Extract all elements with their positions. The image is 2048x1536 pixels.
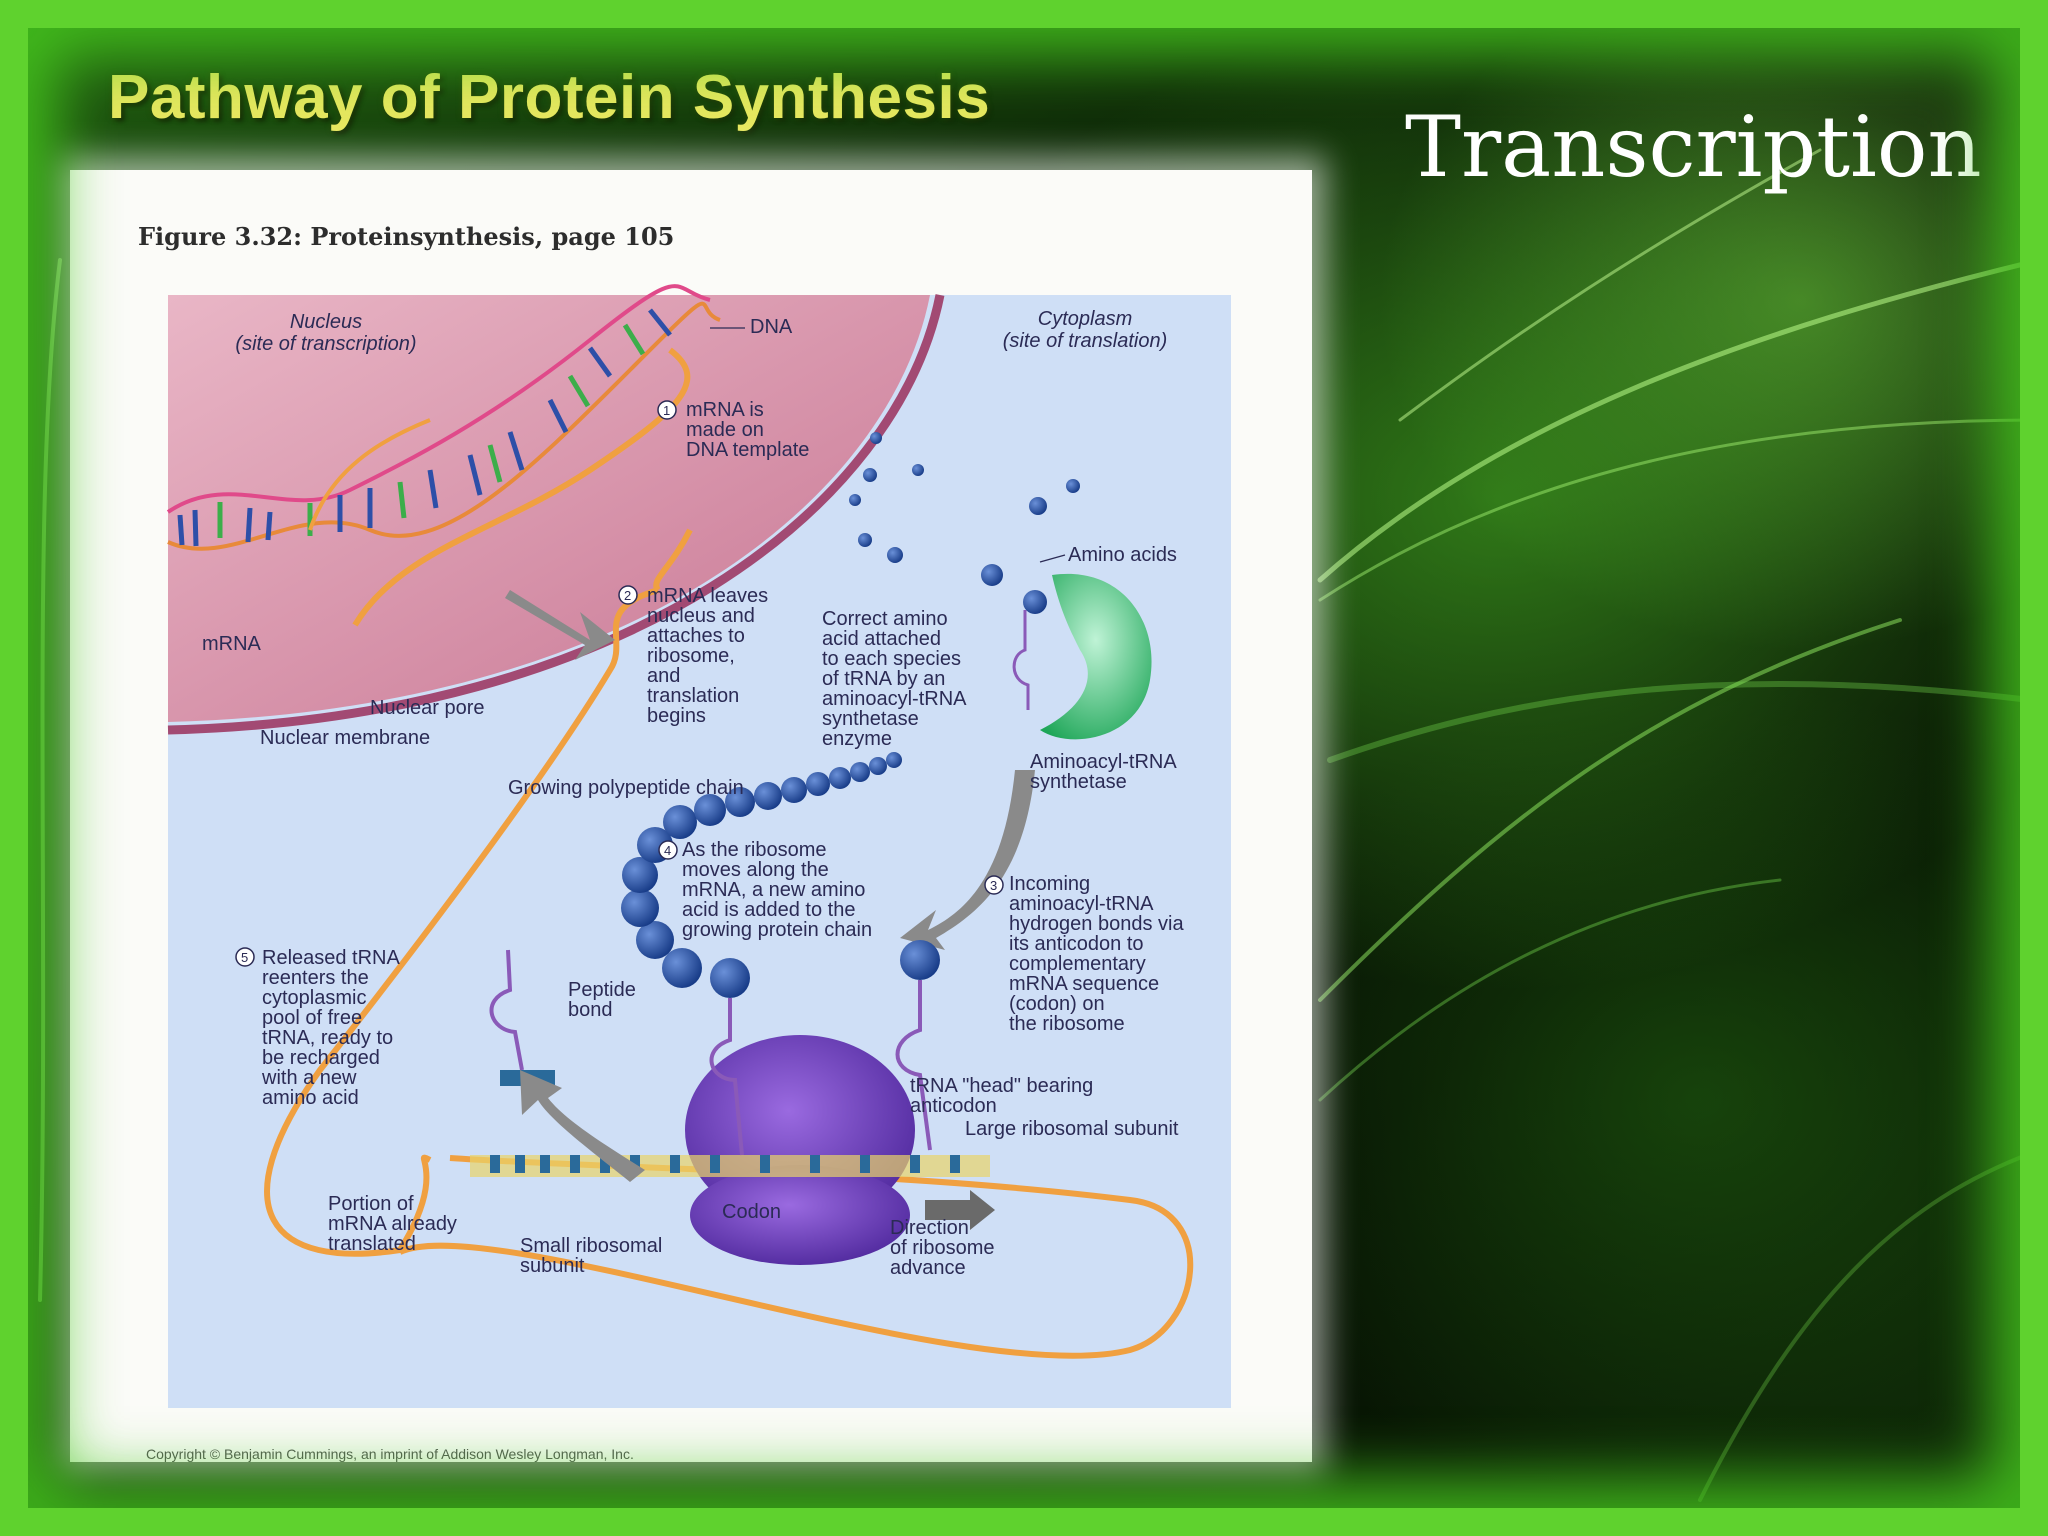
nuclear-pore-label: Nuclear pore [370, 697, 485, 719]
mrna-label: mRNA [202, 633, 262, 655]
slide-subtitle: Transcription [1405, 98, 1982, 196]
protein-synthesis-diagram: Nucleus(site of transcription) Cytoplasm… [166, 284, 1231, 1408]
growing-chain-label: Growing polypeptide chain [508, 777, 744, 799]
small-ribosomal-subunit [690, 1165, 910, 1265]
svg-text:4: 4 [664, 843, 671, 858]
synthetase-enzyme [1040, 573, 1152, 740]
figure-panel: Figure 3.32: Proteinsynthesis, page 105 [70, 170, 1312, 1462]
amino-acids-label: Amino acids [1068, 544, 1177, 566]
free-amino-acids [849, 432, 1080, 614]
codon-label: Codon [722, 1201, 781, 1223]
mrna-strand [264, 347, 1194, 1359]
svg-text:1: 1 [663, 403, 670, 418]
trna-molecules [489, 949, 932, 1156]
dna-label: DNA [750, 316, 793, 338]
polypeptide-chain [621, 752, 940, 998]
nuclear-membrane-label: Nuclear membrane [260, 727, 430, 749]
export-arrow [505, 590, 615, 660]
release-arrow [520, 1070, 645, 1182]
labels: Nucleus(site of transcription) Cytoplasm… [202, 308, 1184, 1279]
svg-text:5: 5 [241, 950, 248, 965]
incoming-arrow [900, 770, 1035, 950]
cytoplasm-label: Cytoplasm(site of translation) [1003, 308, 1168, 352]
svg-text:2: 2 [624, 588, 631, 603]
mrna-codons [470, 1155, 990, 1177]
slide-title: Pathway of Protein Synthesis [108, 63, 991, 132]
nuclear-membrane [167, 294, 945, 735]
nucleus-label: Nucleus(site of transcription) [235, 311, 416, 355]
dna-helix [166, 284, 721, 551]
direction-arrow [925, 1190, 995, 1230]
svg-text:3: 3 [990, 878, 997, 893]
large-subunit-label: Large ribosomal subunit [965, 1118, 1179, 1140]
copyright-notice: Copyright © Benjamin Cummings, an imprin… [146, 1446, 634, 1462]
figure-caption: Figure 3.32: Proteinsynthesis, page 105 [138, 222, 675, 251]
